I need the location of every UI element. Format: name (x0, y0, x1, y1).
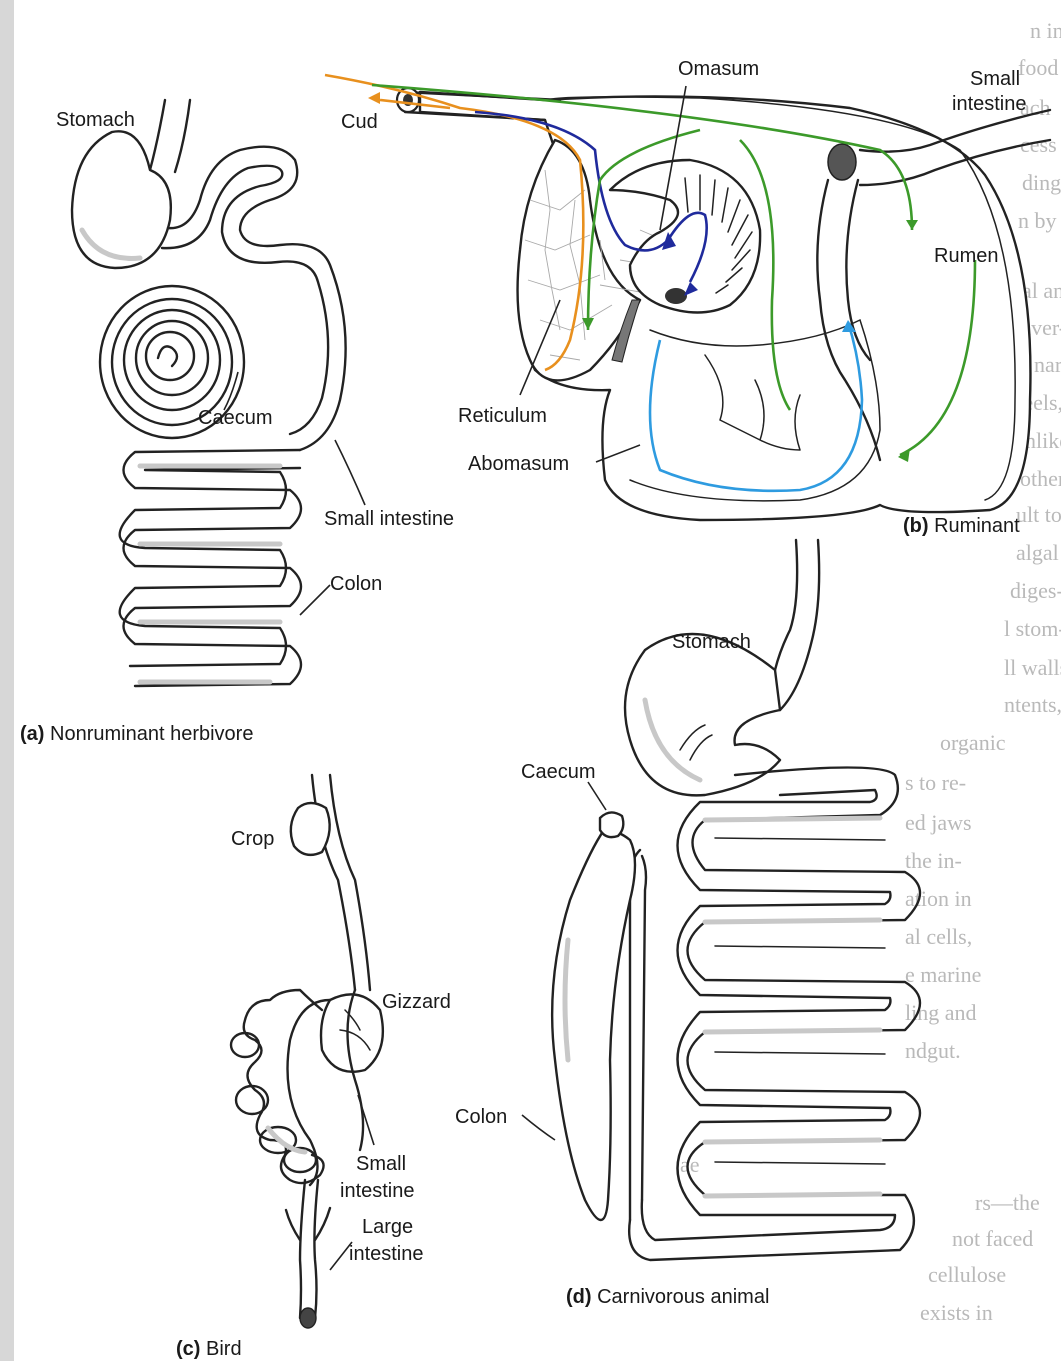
bleed-text-16: ll walls (1004, 655, 1061, 680)
label-stomach-a: Stomach (56, 109, 135, 131)
stomach-a (72, 131, 171, 268)
caption-b-letter: (b) (903, 515, 929, 537)
label-omasum: Omasum (678, 58, 759, 80)
bleed-text-4: ding (1022, 170, 1061, 195)
label-small-intestine-a: Small intestine (324, 508, 454, 530)
bleed-text-12: ult to (1016, 502, 1061, 527)
ceca-c (286, 1208, 330, 1240)
bleed-text-31: exists in (920, 1300, 993, 1325)
bleed-text-6: al and (1022, 278, 1061, 303)
bleed-text-19: s to re- (905, 770, 966, 795)
bleed-text-25: ling and (905, 1000, 977, 1025)
label-small-intestine-b-line2: intestine (952, 93, 1027, 115)
caption-d-letter: (d) (566, 1286, 592, 1308)
label-caecum-a: Caecum (198, 407, 272, 429)
caption-b-text: Ruminant (934, 515, 1020, 537)
caption-d: (d) Carnivorous animal (566, 1286, 769, 1308)
cloaca (300, 1308, 316, 1328)
leader-colon-a (300, 585, 330, 615)
label-gizzard: Gizzard (382, 991, 451, 1013)
label-reticulum: Reticulum (458, 405, 547, 427)
label-small-intestine-c-line2: intestine (340, 1180, 415, 1202)
esophagus-a-inner (175, 100, 190, 172)
caption-c-letter: (c) (176, 1338, 200, 1360)
label-large-intestine-c-line1: Large (362, 1216, 413, 1238)
label-abomasum: Abomasum (468, 453, 569, 475)
large-intestine-c-left (300, 1180, 305, 1318)
flow-cud-arrowhead (368, 92, 380, 104)
colon-d-descending-right (642, 856, 646, 1200)
label-small-intestine-b-line1: Small (970, 68, 1020, 90)
bleed-text-29: not faced (952, 1226, 1033, 1251)
caption-c-text: Bird (206, 1338, 242, 1360)
panel-d-carnivorous-animal: Stomach Caecum Colon (d) Carnivorous ani… (455, 540, 920, 1308)
bleed-text-28: rs—the (975, 1190, 1040, 1215)
large-intestine-c-right (314, 1180, 318, 1318)
label-crop: Crop (231, 828, 274, 850)
bleed-text-30: cellulose (928, 1262, 1006, 1287)
bleed-text-0: n in (1030, 18, 1061, 43)
caption-a: (a) Nonruminant herbivore (20, 723, 253, 745)
label-cud: Cud (341, 111, 378, 133)
bleed-text-26: ndgut. (905, 1038, 961, 1063)
bleed-text-5: n by (1018, 208, 1057, 233)
bleed-text-15: l stom- (1004, 616, 1061, 641)
panel-a-nonruminant-herbivore: Stomach Caecum Small intestine Colon (a)… (20, 100, 454, 745)
esophagus-d-right (780, 540, 819, 710)
label-stomach-d: Stomach (672, 631, 751, 653)
bleed-text-18: organic (940, 730, 1006, 755)
bleed-text-21: the in- (905, 848, 962, 873)
omasum-dark-orifice (665, 288, 687, 304)
caption-c: (c) Bird (176, 1338, 242, 1360)
bleed-text-20: ed jaws (905, 810, 972, 835)
esophagus-d-left (775, 540, 797, 670)
caecum-d (600, 812, 623, 837)
bleed-text-23: al cells, (905, 924, 972, 949)
crop (291, 803, 330, 855)
bleed-text-14: diges- (1010, 578, 1061, 603)
panel-c-bird: Crop Gizzard Small intestine Large intes… (176, 775, 451, 1360)
leader-small-intestine-a (335, 440, 365, 505)
bleed-text-17: ntents, (1004, 692, 1061, 717)
label-colon-a: Colon (330, 573, 382, 595)
label-caecum-d: Caecum (521, 761, 595, 783)
label-rumen: Rumen (934, 245, 998, 267)
caption-a-text: Nonruminant herbivore (50, 723, 253, 745)
panel-b-ruminant: Cud Omasum Small intestine Rumen Reticul… (325, 58, 1050, 537)
small-intestine-loops-d (629, 768, 920, 1261)
caption-a-letter: (a) (20, 723, 44, 745)
bleed-text-13: algal (1016, 540, 1059, 565)
caption-d-text: Carnivorous animal (597, 1286, 769, 1308)
page-edge-shadow (0, 0, 14, 1361)
colon-folds-a (120, 450, 301, 686)
caption-b: (b) Ruminant (903, 515, 1020, 537)
colon-d-descending-left (630, 850, 640, 1220)
leader-small-intestine-c (358, 1095, 374, 1145)
label-small-intestine-c-line1: Small (356, 1153, 406, 1175)
pylorus (828, 144, 856, 180)
esophagus-a-outer (150, 100, 165, 170)
leader-colon-d (522, 1115, 555, 1140)
label-colon-d: Colon (455, 1106, 507, 1128)
bleed-text-11: other (1020, 466, 1061, 491)
leader-caecum-d (588, 782, 606, 810)
bleed-text-1: food (1018, 55, 1058, 80)
bleed-text-24: e marine (905, 962, 981, 987)
label-large-intestine-c-line2: intestine (349, 1243, 424, 1265)
